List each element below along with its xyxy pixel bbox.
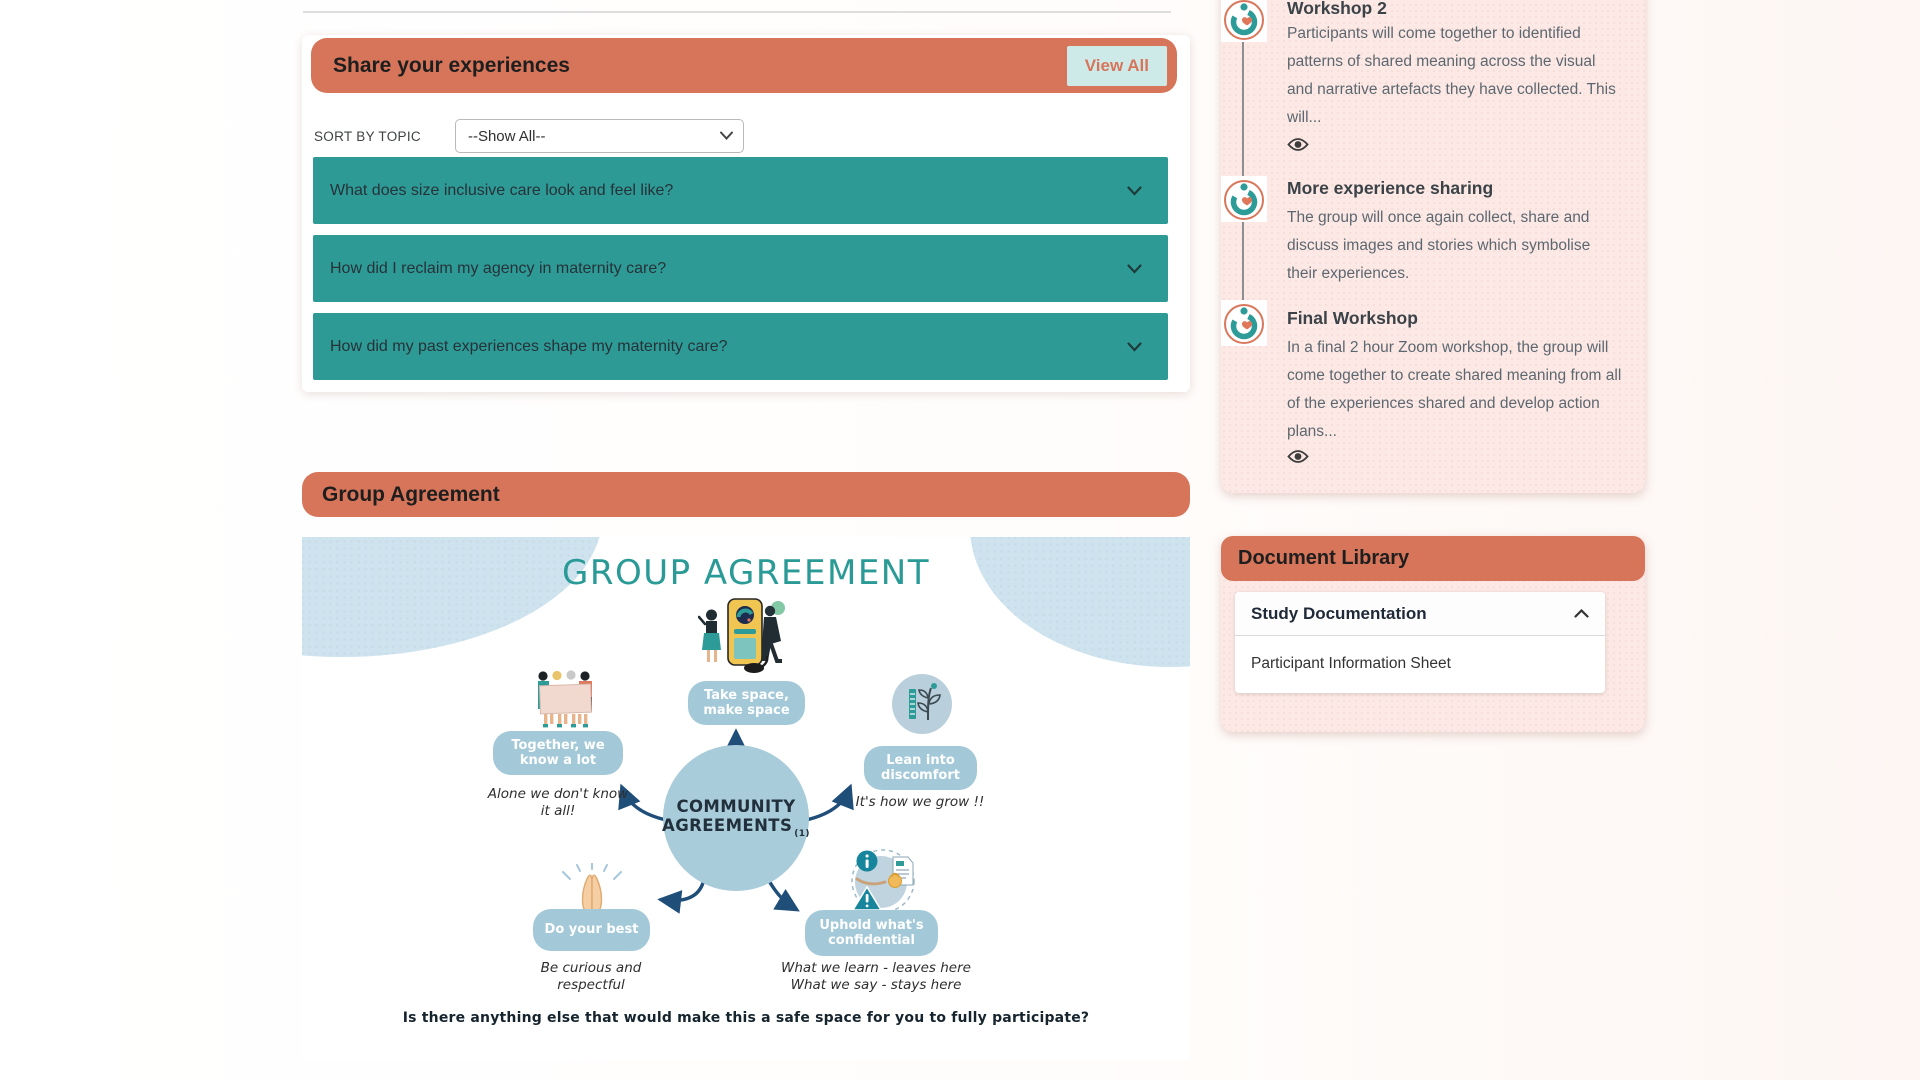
study-documentation-toggle[interactable]: Study Documentation (1235, 592, 1605, 636)
timeline-item-description: Participants will come together to ident… (1287, 25, 1616, 126)
timeline-logo-icon (1221, 176, 1267, 222)
community-agreements-circle: COMMUNITY AGREEMENTS(1) (662, 745, 810, 891)
accordion-past-experiences[interactable]: How did my past experiences shape my mat… (313, 313, 1168, 380)
bubble-take-space: Take space, make space (688, 681, 805, 725)
sort-by-topic-row: SORT BY TOPIC --Show All-- (314, 119, 744, 153)
caption-grow: It's how we grow !! (855, 794, 985, 810)
timeline-item-description: The group will once again collect, share… (1287, 209, 1591, 282)
caption-curious: Be curious and respectful (540, 960, 642, 993)
accordion-reclaim-agency[interactable]: How did I reclaim my agency in maternity… (313, 235, 1168, 302)
lean-into-discomfort-icon (892, 674, 952, 734)
timeline-line (1242, 8, 1244, 338)
poster-wave-left (302, 537, 602, 657)
caption-confidential: What we learn - leaves here What we say … (781, 960, 971, 993)
share-experiences-header: Share your experiences View All (311, 38, 1177, 93)
bubble-together-we-know: Together, we know a lot (493, 731, 623, 775)
group-agreement-title: Group Agreement (322, 482, 500, 506)
study-documentation-label: Study Documentation (1251, 603, 1427, 623)
view-eye-icon[interactable] (1287, 136, 1309, 156)
view-eye-icon[interactable] (1287, 448, 1309, 468)
timeline-item-title: Final Workshop (1287, 308, 1418, 328)
group-agreement-header: Group Agreement (302, 472, 1190, 517)
bubble-uphold-confidential: Uphold what's confidential (805, 910, 938, 956)
sort-by-topic-label: SORT BY TOPIC (314, 128, 421, 144)
accordion-question: How did I reclaim my agency in maternity… (330, 259, 667, 277)
timeline-item-title: Workshop 2 (1287, 0, 1387, 18)
accordion-question: How did my past experiences shape my mat… (330, 337, 728, 355)
poster-footer-question: Is there anything else that would make t… (402, 1010, 1090, 1026)
study-timeline-card: Workshop 2 Participants will come togeth… (1221, 0, 1645, 493)
timeline-item-title: More experience sharing (1287, 178, 1494, 198)
timeline-item-description: In a final 2 hour Zoom workshop, the gro… (1287, 339, 1622, 440)
together-illustration (538, 670, 592, 728)
timeline-logo-icon (1221, 300, 1267, 346)
document-library-header: Document Library (1221, 536, 1645, 581)
participant-information-sheet-link[interactable]: Participant Information Sheet (1251, 655, 1451, 672)
view-all-button[interactable]: View All (1066, 45, 1167, 86)
document-library-card: Document Library Study Documentation Par… (1221, 536, 1645, 732)
accordion-size-inclusive-care[interactable]: What does size inclusive care look and f… (313, 157, 1168, 224)
poster-wave-right (970, 537, 1190, 667)
group-agreement-infographic: GROUP AGREEMENT (302, 537, 1190, 1060)
bubble-do-your-best: Do your best (533, 909, 650, 951)
document-library-panel: Study Documentation Participant Informat… (1235, 592, 1605, 693)
chevron-down-icon (1127, 341, 1142, 352)
timeline-logo-icon (1221, 0, 1267, 42)
take-space-illustration (698, 598, 785, 673)
chevron-down-icon (1127, 263, 1142, 274)
accordion-question: What does size inclusive care look and f… (330, 181, 674, 199)
confidential-illustration (851, 849, 915, 913)
chevron-up-icon (1574, 609, 1589, 618)
bubble-lean-into-discomfort: Lean into discomfort (864, 746, 977, 790)
sort-topic-select[interactable]: --Show All-- (454, 119, 744, 153)
share-experiences-card: Share your experiences View All SORT BY … (302, 35, 1190, 392)
section-divider (303, 11, 1171, 13)
document-library-title: Document Library (1238, 547, 1410, 569)
poster-title: GROUP AGREEMENT (561, 553, 931, 593)
share-experiences-title: Share your experiences (333, 53, 570, 77)
experience-accordion-list: What does size inclusive care look and f… (313, 157, 1168, 391)
chevron-down-icon (1127, 185, 1142, 196)
caption-alone: Alone we don't know it all! (487, 786, 629, 819)
